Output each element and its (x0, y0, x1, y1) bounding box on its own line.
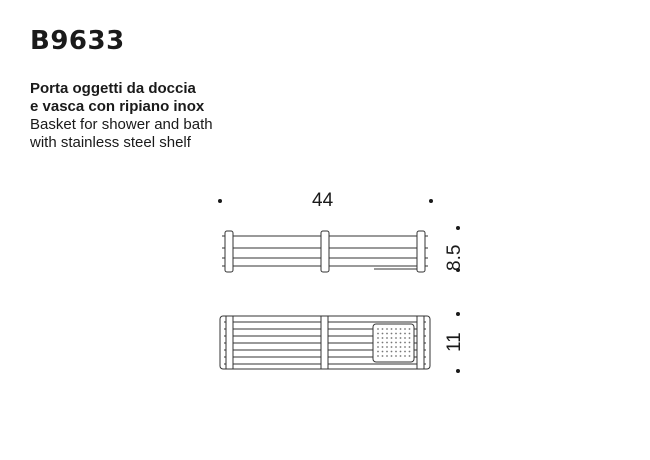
shelf-hole (381, 341, 384, 344)
description-it-line-2: e vasca con ripiano inox (30, 98, 205, 115)
shelf-hole (404, 337, 406, 339)
shelf-hole (399, 341, 402, 344)
shelf-hole (399, 328, 402, 330)
shelf-hole (408, 328, 411, 330)
shelf-hole (390, 355, 393, 357)
width-label: 44 (312, 190, 334, 211)
shelf-hole (390, 346, 393, 348)
height-label: 8.5 (444, 244, 465, 271)
shelf-hole (408, 350, 411, 353)
shelf-hole (381, 337, 384, 339)
width-end-dot (429, 199, 433, 203)
shelf-hole (377, 346, 379, 348)
shelf-hole (408, 337, 411, 339)
top-view (219, 315, 431, 370)
shelf-hole (404, 341, 406, 344)
depth-bottom-dot (456, 369, 460, 373)
shelf-hole (381, 332, 384, 335)
shelf-hole (395, 341, 397, 344)
shelf-hole (377, 328, 379, 330)
product-description: Porta oggetti da doccia e vasca con ripi… (30, 80, 213, 152)
shelf-hole (386, 332, 388, 335)
shelf-hole (395, 346, 397, 348)
shelf-hole (377, 337, 379, 339)
shelf-hole (390, 350, 393, 353)
shelf-hole (395, 355, 397, 357)
stainless-shelf (372, 323, 415, 363)
shelf-hole (386, 337, 388, 339)
front-view (222, 230, 428, 273)
shelf-hole (399, 332, 402, 335)
width-start-dot (218, 199, 222, 203)
shelf-hole (390, 328, 393, 330)
shelf-hole (377, 332, 379, 335)
shelf-hole (404, 346, 406, 348)
shelf-hole (395, 328, 397, 330)
shelf-hole (390, 341, 393, 344)
shelf-hole (381, 346, 384, 348)
shelf-hole (386, 328, 388, 330)
shelf-hole (381, 328, 384, 330)
shelf-hole (399, 337, 402, 339)
shelf-hole (377, 355, 379, 357)
shelf-hole (404, 355, 406, 357)
product-code: B9633 (30, 26, 125, 56)
shelf-hole (386, 346, 388, 348)
shelf-hole (395, 332, 397, 335)
depth-top-dot (456, 312, 460, 316)
shelf-hole (386, 350, 388, 353)
description-it-line-1: Porta oggetti da doccia (30, 80, 196, 97)
shelf-hole (386, 355, 388, 357)
shelf-hole (399, 350, 402, 353)
shelf-hole (386, 341, 388, 344)
shelf-hole (377, 341, 379, 344)
shelf-hole (408, 346, 411, 348)
shelf-hole (377, 350, 379, 353)
shelf-hole (390, 337, 393, 339)
depth-label: 11 (444, 332, 465, 352)
description-en-line-2: with stainless steel shelf (30, 134, 191, 151)
description-en-line-1: Basket for shower and bath (30, 116, 213, 133)
shelf-hole (381, 350, 384, 353)
shelf-hole (408, 341, 411, 344)
shelf-hole (395, 337, 397, 339)
shelf-hole (381, 355, 384, 357)
shelf-hole (404, 350, 406, 353)
shelf-hole (408, 332, 411, 335)
shelf-hole (408, 355, 411, 357)
shelf-hole (404, 332, 406, 335)
shelf-hole (395, 350, 397, 353)
height-bottom-dot (456, 268, 460, 272)
shelf-hole (399, 355, 402, 357)
height-top-dot (456, 226, 460, 230)
shelf-hole (390, 332, 393, 335)
shelf-hole (404, 328, 406, 330)
shelf-hole (399, 346, 402, 348)
